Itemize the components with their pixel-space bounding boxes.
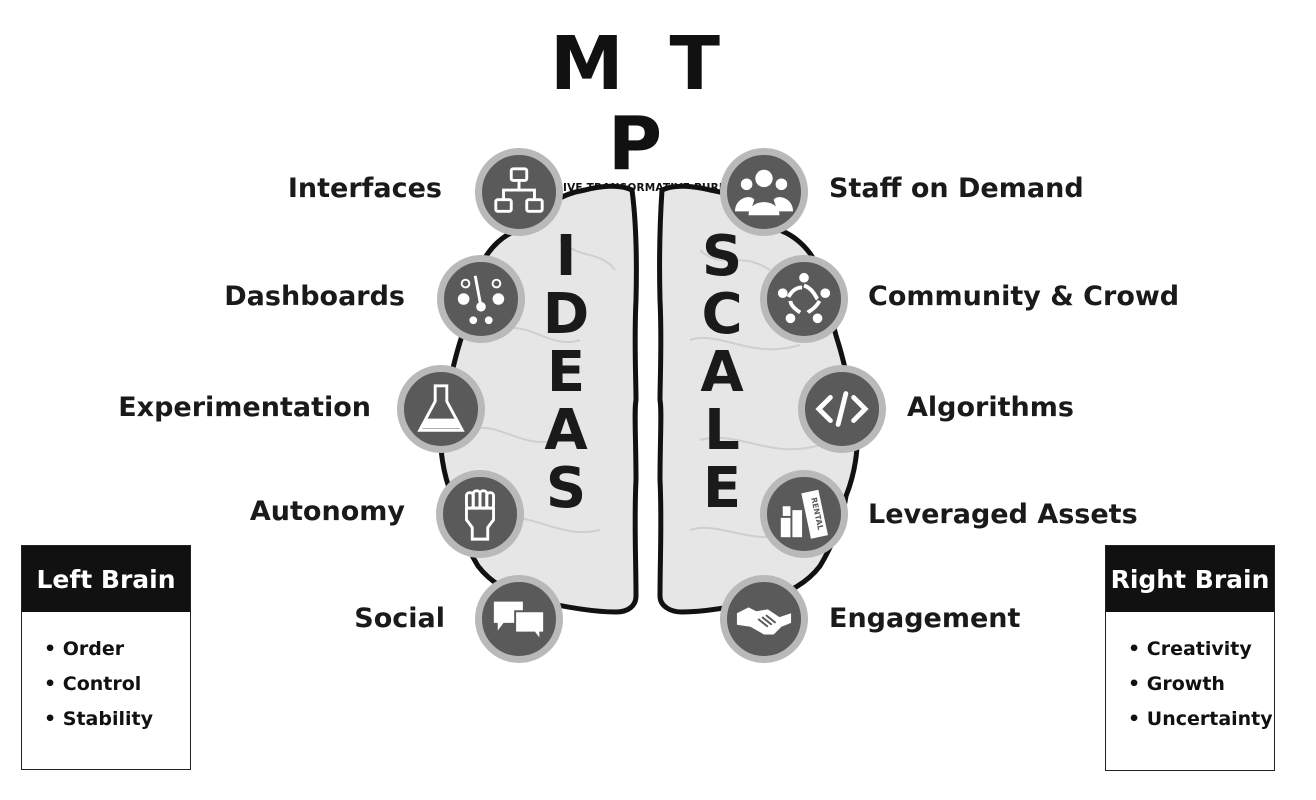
flowchart-icon xyxy=(475,148,563,236)
list-item: Stability xyxy=(44,702,190,737)
label-algorithms: Algorithms xyxy=(907,392,1074,423)
mtp-letters: M T P xyxy=(550,21,730,187)
community-circle-icon xyxy=(760,255,848,343)
scale-letter: E xyxy=(702,456,742,521)
people-group-icon xyxy=(720,148,808,236)
list-item: Control xyxy=(44,667,190,702)
flask-icon xyxy=(397,365,485,453)
scale-letter: C xyxy=(701,282,743,347)
code-brackets-icon xyxy=(798,365,886,453)
scale-letter: A xyxy=(700,340,744,405)
right-brain-list: Creativity Growth Uncertainty xyxy=(1106,612,1274,737)
label-social: Social xyxy=(354,603,445,634)
label-staff-on-demand: Staff on Demand xyxy=(829,173,1084,204)
right-brain-box: Right Brain Creativity Growth Uncertaint… xyxy=(1105,545,1275,771)
ideas-letter: D xyxy=(542,282,590,347)
label-community-crowd: Community & Crowd xyxy=(868,281,1180,312)
scale-letter: S xyxy=(701,224,743,289)
ideas-letter: E xyxy=(546,340,586,405)
label-interfaces: Interfaces xyxy=(287,173,442,204)
right-brain-title: Right Brain xyxy=(1106,546,1274,612)
left-brain-box: Left Brain Order Control Stability xyxy=(21,545,191,770)
left-brain-title: Left Brain xyxy=(22,546,190,612)
scale-letter: L xyxy=(704,398,740,463)
list-item: Growth xyxy=(1128,667,1274,702)
rental-sign-icon: RENTAL xyxy=(760,470,848,558)
label-experimentation: Experimentation xyxy=(118,392,371,423)
list-item: Creativity xyxy=(1128,632,1274,667)
raised-fist-icon xyxy=(436,470,524,558)
left-brain-list: Order Control Stability xyxy=(22,612,190,737)
handshake-icon xyxy=(720,575,808,663)
list-item: Uncertainty xyxy=(1128,702,1274,737)
list-item: Order xyxy=(44,632,190,667)
label-autonomy: Autonomy xyxy=(249,496,405,527)
label-engagement: Engagement xyxy=(829,603,1021,634)
scale-word: S C A L E xyxy=(692,228,752,518)
ideas-letter: A xyxy=(544,398,588,463)
ideas-letter: S xyxy=(545,456,587,521)
ideas-letter: I xyxy=(555,224,577,289)
mtp-heading: M T P MASSIVE TRANSORMATIVE PURPOSE xyxy=(510,24,770,194)
ideas-word: I D E A S xyxy=(536,228,596,518)
label-dashboards: Dashboards xyxy=(224,281,405,312)
label-leveraged-assets: Leveraged Assets xyxy=(868,499,1138,530)
gauge-icon xyxy=(437,255,525,343)
chat-bubbles-icon xyxy=(475,575,563,663)
